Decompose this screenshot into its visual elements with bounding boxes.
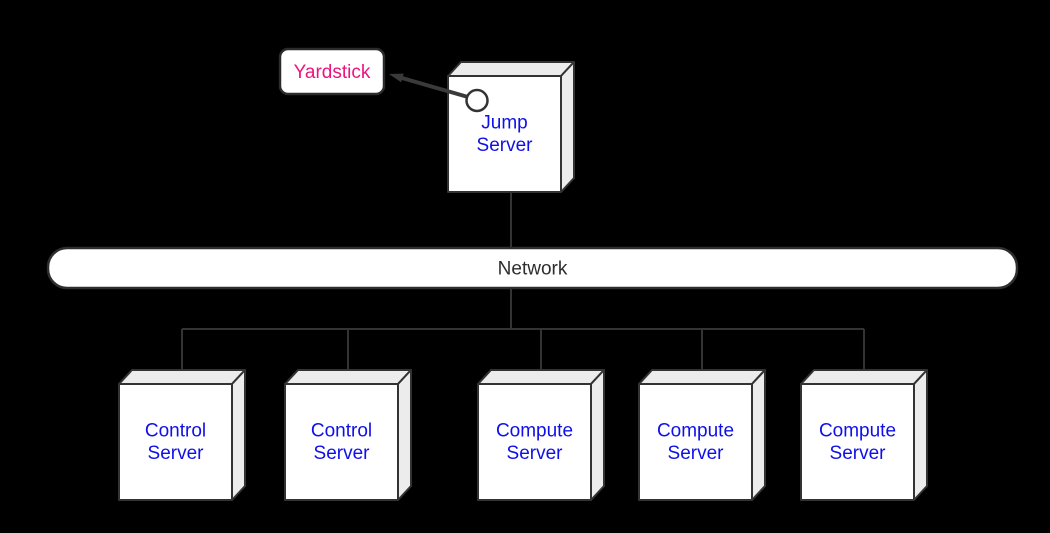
network-label: Network [498, 259, 568, 280]
control-server-node-2: Control Server [284, 369, 412, 501]
node-right-face [590, 369, 605, 501]
node-top-face [118, 369, 246, 385]
yardstick-box-shape [278, 47, 386, 96]
yardstick-label: Yardstick [294, 62, 371, 83]
node-right-face [231, 369, 246, 501]
network-bar-shape [46, 246, 1019, 290]
node-top-face [638, 369, 766, 385]
connector-lines [181, 192, 865, 371]
node-right-face [560, 61, 575, 193]
node-right-face [751, 369, 766, 501]
yardstick-arrow [389, 73, 469, 99]
node-top-face [284, 369, 412, 385]
server-label-line2: Server [314, 443, 371, 464]
node-top-face [447, 61, 575, 77]
node-front-face [447, 75, 562, 193]
jump-server-label-line2: Server [477, 135, 534, 156]
node-top-face [477, 369, 605, 385]
node-front-face [118, 383, 233, 501]
compute-server-node-2: Compute Server [638, 369, 766, 501]
server-label-line1: Control [311, 421, 372, 442]
server-label-line1: Compute [657, 421, 734, 442]
server-label-line2: Server [830, 443, 887, 464]
server-label-line1: Control [145, 421, 206, 442]
node-top-face [800, 369, 928, 385]
arrow-shaft [401, 76, 469, 99]
yardstick-note: Yardstick [278, 47, 386, 96]
compute-server-node-3: Compute Server [800, 369, 928, 501]
jump-server-label-line1: Jump [481, 113, 527, 134]
node-front-face [284, 383, 399, 501]
interface-port-circle-icon [465, 88, 489, 113]
node-front-face [800, 383, 915, 501]
compute-server-node-1: Compute Server [477, 369, 605, 501]
node-front-face [477, 383, 592, 501]
jump-server-node: Jump Server [447, 61, 575, 193]
server-label-line1: Compute [819, 421, 896, 442]
control-server-node-1: Control Server [118, 369, 246, 501]
node-front-face [638, 383, 753, 501]
network-bar: Network [46, 246, 1019, 290]
arrow-head-icon [389, 73, 404, 83]
server-label-line1: Compute [496, 421, 573, 442]
server-label-line2: Server [507, 443, 564, 464]
node-right-face [397, 369, 412, 501]
server-label-line2: Server [148, 443, 205, 464]
server-label-line2: Server [668, 443, 725, 464]
node-right-face [913, 369, 928, 501]
